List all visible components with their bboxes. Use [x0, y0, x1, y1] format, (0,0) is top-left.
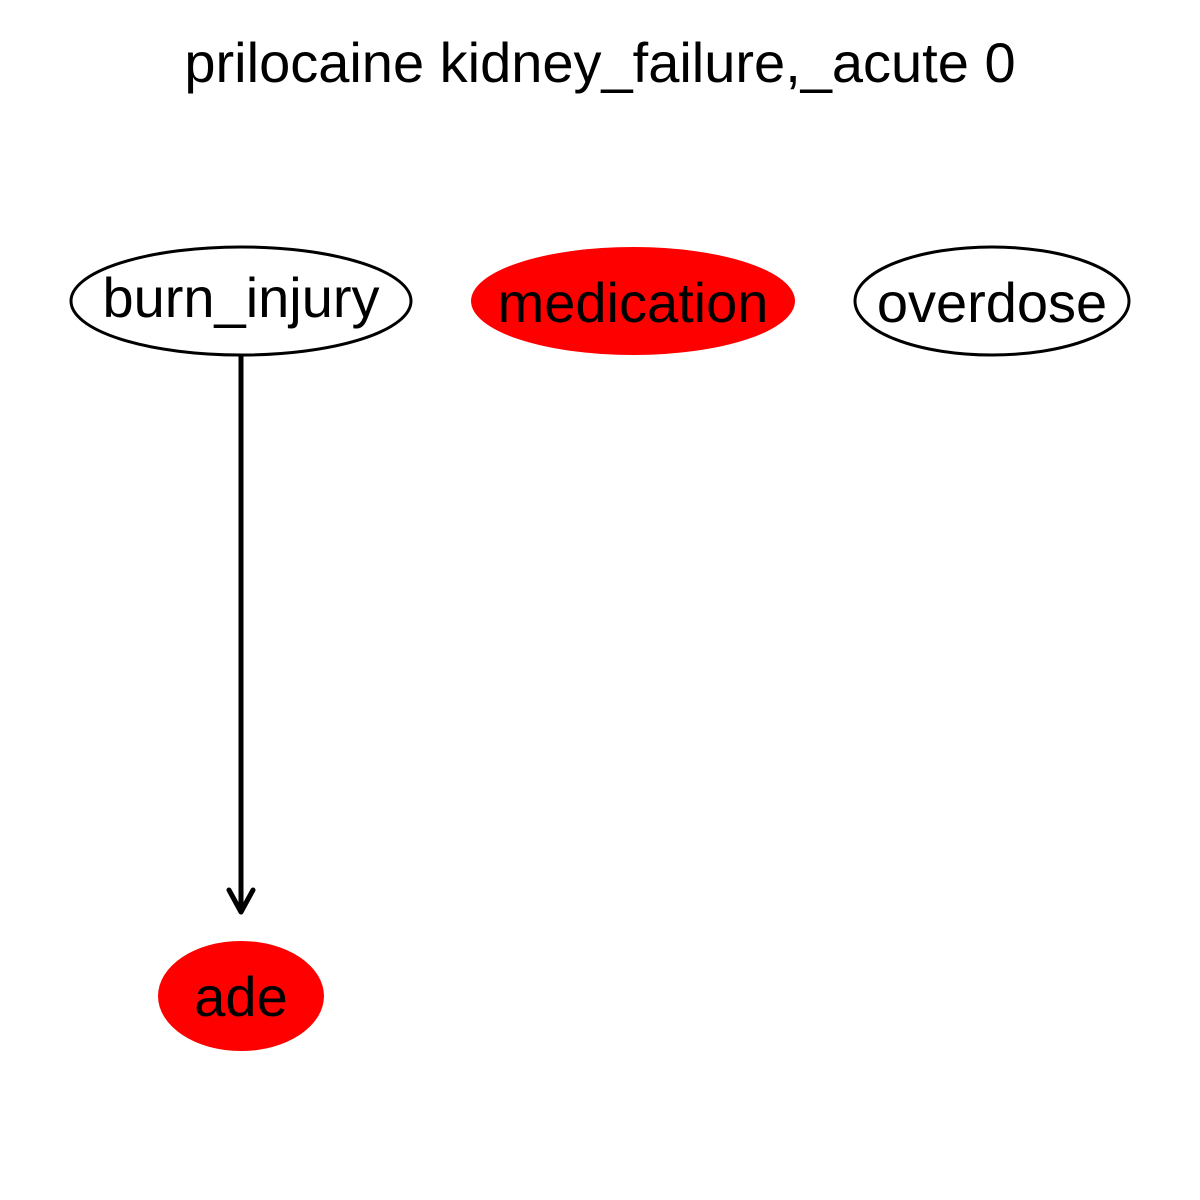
node-medication[interactable]: medication — [471, 247, 795, 355]
node-burn-injury[interactable]: burn_injury — [69, 245, 413, 357]
node-ade[interactable]: ade — [158, 941, 324, 1051]
node-shape — [158, 941, 324, 1051]
node-label: overdose — [877, 271, 1107, 334]
diagram-title: prilocaine kidney_failure,_acute 0 — [184, 31, 1015, 94]
node-shape — [471, 247, 795, 355]
node-label: medication — [498, 271, 769, 334]
node-label: burn_injury — [102, 266, 379, 329]
node-shape — [853, 245, 1131, 357]
node-label: ade — [194, 965, 287, 1028]
node-overdose[interactable]: overdose — [853, 245, 1131, 357]
edge-burn-injury-to-ade — [226, 356, 256, 915]
arrowhead-icon — [226, 887, 256, 915]
node-shape — [69, 245, 413, 357]
